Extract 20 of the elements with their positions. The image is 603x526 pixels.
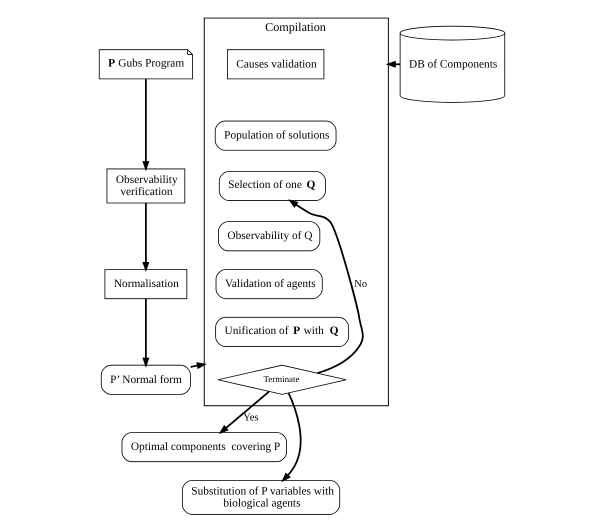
- node-box: Normalisation: [104, 269, 187, 300]
- arrow: [142, 298, 149, 368]
- node-box: Causes validation: [226, 49, 324, 80]
- node-box: Optimal components covering P: [121, 432, 286, 462]
- node-box: Unification of P with Q: [214, 316, 349, 347]
- node-box: Observability of Q: [218, 221, 320, 252]
- node-box: Population of solutions: [214, 120, 336, 151]
- node-box: Observability verification: [106, 168, 185, 204]
- arrow: [142, 203, 149, 272]
- arrow: [288, 199, 364, 374]
- arrow: [218, 391, 269, 434]
- arrow: [280, 392, 301, 482]
- node-diamond: Terminate: [217, 364, 346, 395]
- edge-label: Yes: [242, 412, 258, 424]
- node-box: P’ Normal form: [100, 364, 190, 395]
- node-box: Selection of one Q: [218, 170, 326, 201]
- node-box: Substitution of P variables with biological agents: [181, 480, 340, 515]
- edge-label: No: [354, 278, 367, 290]
- node-box: Validation of agents: [215, 269, 322, 300]
- arrow: [142, 79, 149, 172]
